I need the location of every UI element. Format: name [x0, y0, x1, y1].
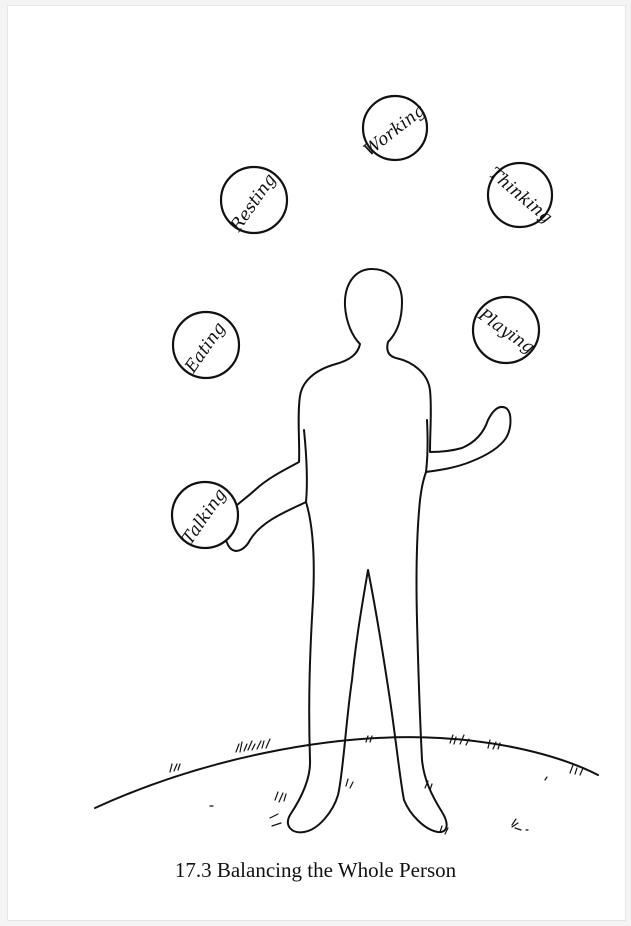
ball-playing: Playing — [473, 297, 539, 363]
figure-right-arm-inner — [304, 430, 307, 502]
figure-body — [225, 269, 510, 832]
ball-thinking: Thinking — [485, 163, 556, 228]
ball-eating: Eating — [173, 312, 239, 378]
ball-working: Working — [360, 96, 429, 161]
ball-resting: Resting — [221, 167, 287, 236]
hill-line — [95, 737, 598, 808]
figure-left-arm-inner — [426, 420, 428, 472]
figure-caption: 17.3 Balancing the Whole Person — [0, 858, 631, 883]
ball-talking: Talking — [172, 482, 238, 548]
